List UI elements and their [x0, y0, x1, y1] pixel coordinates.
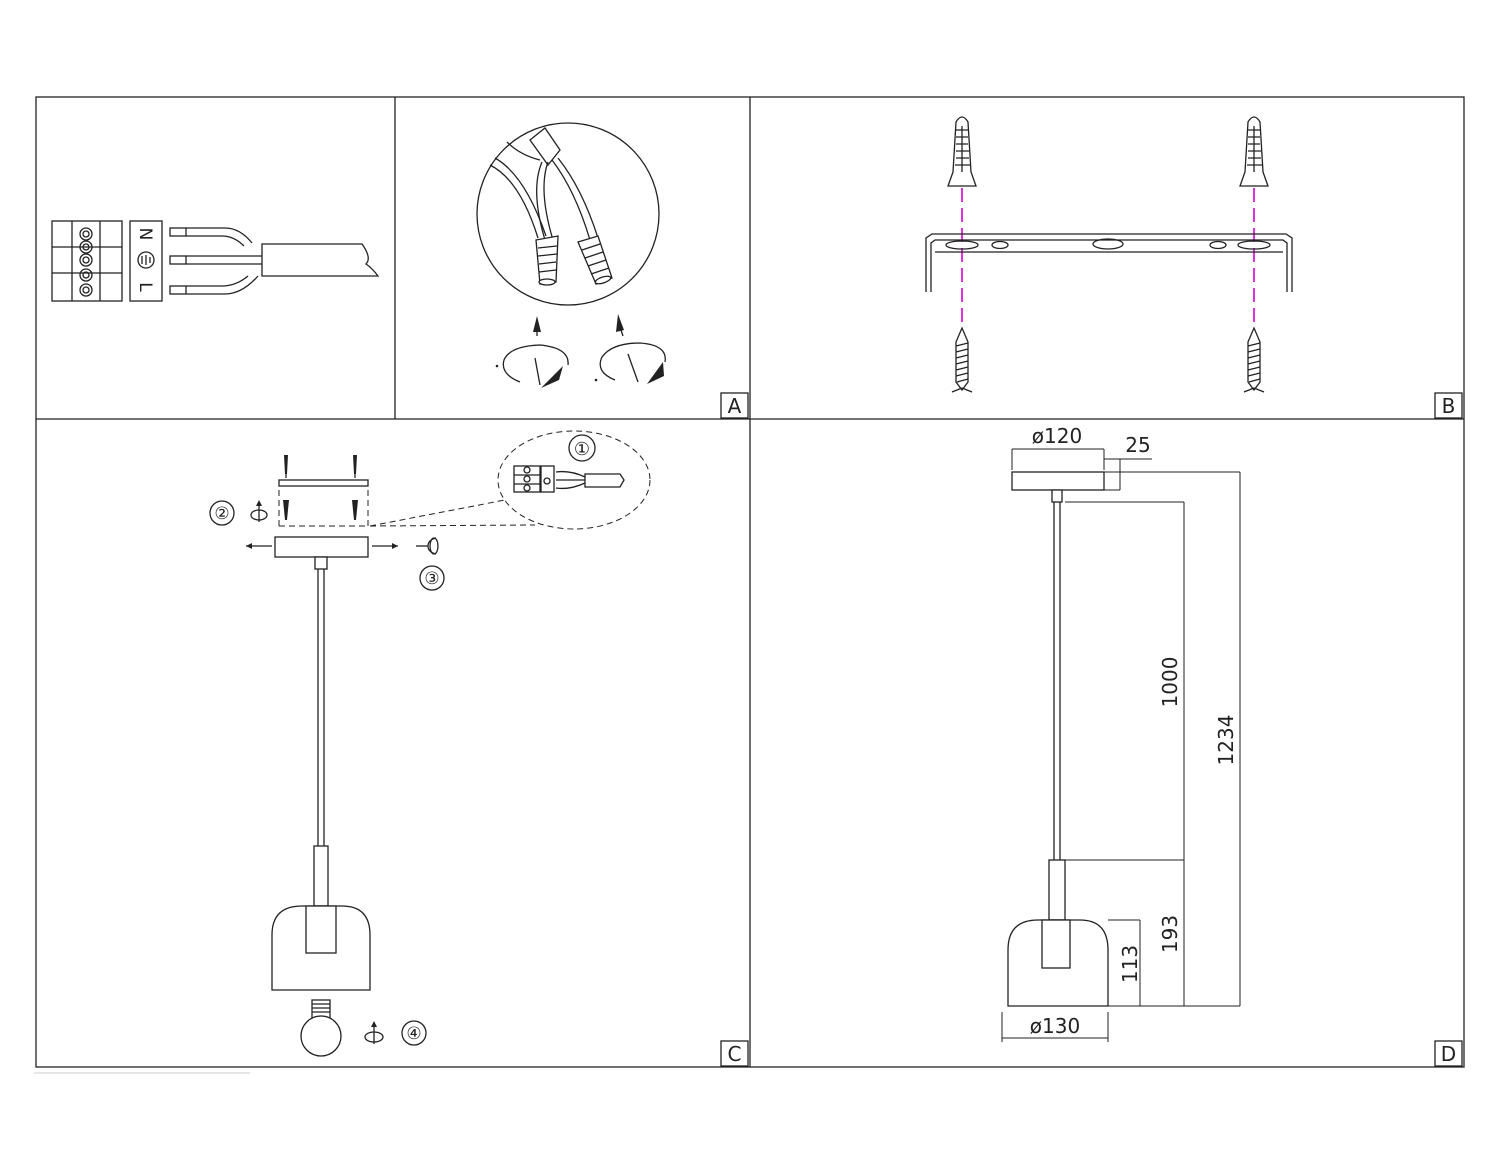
rotation-arrow-icon: [495, 316, 569, 388]
bulb-icon: [300, 999, 342, 1057]
svg-text:④: ④: [406, 1024, 421, 1044]
dim-canopy-diameter: ø120: [1032, 424, 1082, 448]
wall-plug-icon: [947, 116, 977, 187]
wire-nut-icon: [535, 235, 559, 286]
power-cable-icon: [169, 227, 380, 295]
step-2-label: ②: [209, 500, 235, 526]
panel-label-d-box: D: [1434, 1040, 1463, 1067]
dim-total-height: 1234: [1214, 715, 1238, 766]
wall-plug-icon: [1239, 116, 1269, 187]
screw-icon: [951, 326, 973, 393]
rotation-arrow-icon: [364, 1021, 384, 1044]
terminal-detail-callout: [497, 430, 651, 530]
panel-frame: [34, 96, 1465, 1074]
dimension-lines: [1001, 448, 1241, 1042]
pendant-lamp-icon: [271, 556, 371, 991]
rotation-arrow-icon: [594, 314, 666, 384]
dim-cable-length: 1000: [1158, 657, 1182, 708]
wire-nut-detail: [476, 122, 660, 306]
mounting-guides: [961, 188, 1255, 325]
rotation-arrow-icon: [250, 500, 268, 522]
ceiling-bracket-assembly: [246, 455, 536, 558]
pendant-lamp-icon: [1007, 471, 1109, 1007]
dim-canopy-height: 25: [1125, 433, 1150, 457]
terminal-letter-l: L: [135, 282, 155, 292]
rotation-arrow-icon: [416, 537, 439, 555]
svg-text:②: ②: [214, 504, 229, 524]
panel-label-a-box: A: [720, 392, 749, 419]
dim-shade-height: 113: [1118, 945, 1142, 983]
screw-icon: [1243, 326, 1265, 393]
panel-label-b-box: B: [1434, 392, 1463, 419]
dim-shade-total-height: 193: [1158, 915, 1182, 953]
panel-label-d: D: [1441, 1042, 1456, 1066]
panel-label-b: B: [1442, 394, 1456, 418]
terminal-letter-n: N: [135, 228, 155, 241]
step-4-label: ④: [401, 1020, 427, 1046]
mounting-bracket-icon: [925, 233, 1293, 292]
terminal-block-icon: N L: [51, 220, 163, 302]
panel-label-c-box: C: [720, 1040, 749, 1067]
panel-label-c: C: [728, 1042, 742, 1066]
wire-nut-icon: [577, 235, 613, 285]
dim-shade-diameter: ø130: [1030, 1014, 1080, 1038]
svg-text:①: ①: [574, 439, 590, 460]
panel-label-a: A: [728, 394, 742, 418]
step-1-label: ①: [568, 434, 596, 462]
step-3-label: ③: [419, 565, 445, 591]
svg-text:③: ③: [424, 569, 439, 589]
